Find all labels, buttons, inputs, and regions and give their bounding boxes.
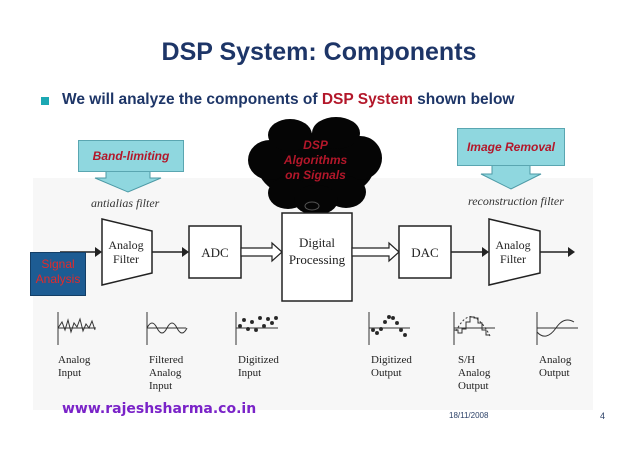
analog-filter-in-label-2: Filter [113,252,139,266]
input-arrow-icon [95,247,102,257]
caption-digitized-input-2: Input [238,367,261,379]
analog-filter-in-label-1: Analog [108,238,143,252]
waveform-analog-input-icon [57,312,96,345]
dsp-cloud-line-1: DSP [303,138,328,152]
bullet-icon [41,97,49,105]
caption-sh-output-2: Analog [458,367,491,379]
waveform-sh-output-icon [453,312,495,345]
signal-analysis-callout: Signal Analysis [30,252,86,296]
footer-website: www.rajeshsharma.co.in [62,401,257,417]
signal-analysis-line-1: Signal [41,257,75,271]
reconstruction-label: reconstruction filter [468,194,564,208]
footer-date: 18/11/2008 [449,411,489,420]
analog-filter-out-label-2: Filter [500,252,526,266]
digital-processing-block [281,212,353,302]
dsp-cloud-line-3: on Signals [285,168,346,182]
subtitle-suffix: shown below [412,91,515,108]
antialias-label: antialias filter [91,196,160,210]
dsp-cloud-line-2: Algorithms [283,153,348,167]
dsp-to-dac-arrow-icon [351,241,400,263]
adc-label: ADC [201,245,228,260]
caption-analog-output-1: Analog [539,354,572,366]
output-arrow-icon [568,247,575,257]
dac-label: DAC [411,245,438,260]
waveform-digitized-output-icon [368,312,410,345]
digital-processing-label-2: Processing [289,252,346,267]
caption-analog-output-2: Output [539,367,570,379]
caption-analog-input-2: Input [58,367,81,379]
dsp-cloud-icon [248,117,382,215]
caption-analog-input-1: Analog [58,354,91,366]
adc-to-dsp-arrow-icon [240,241,283,263]
image-removal-callout: Image Removal [457,128,565,166]
analog-filter-out-label-1: Analog [495,238,530,252]
filter-to-adc-arrow-icon [182,247,189,257]
band-limiting-callout: Band-limiting [78,140,184,172]
dac-to-filter-arrow-icon [482,247,489,257]
analog-filter-out-block [488,218,541,286]
caption-digitized-output-2: Output [371,367,402,379]
waveform-captions: Analog Input Filtered Analog Input Digit… [58,354,572,392]
caption-filtered-input-1: Filtered [149,354,184,366]
cloud-puff-icon [304,201,320,211]
subtitle-highlight: DSP System [321,91,413,108]
slide-subtitle: We will analyze the components of DSP Sy… [62,91,515,109]
subtitle-prefix: We will analyze the components of [62,91,322,108]
signal-analysis-line-2: Analysis [35,272,81,286]
caption-digitized-input-1: Digitized [238,354,279,366]
footer-page-number: 4 [600,411,606,421]
waveform-analog-output-icon [536,312,578,345]
caption-sh-output-3: Output [458,380,489,392]
caption-digitized-output-1: Digitized [371,354,412,366]
caption-filtered-input-2: Analog [149,367,182,379]
analog-filter-in-block [101,218,153,286]
adc-block [188,225,242,279]
slide-title: DSP System: Components [161,38,477,66]
dac-block [398,225,452,279]
digital-processing-label-1: Digital [299,235,335,250]
caption-filtered-input-3: Input [149,380,172,392]
waveform-digitized-input-icon [235,312,278,345]
caption-sh-output-1: S/H [458,354,475,366]
dsp-cloud-text: DSP Algorithms on Signals [268,138,363,183]
waveform-filtered-input-icon [146,312,188,345]
